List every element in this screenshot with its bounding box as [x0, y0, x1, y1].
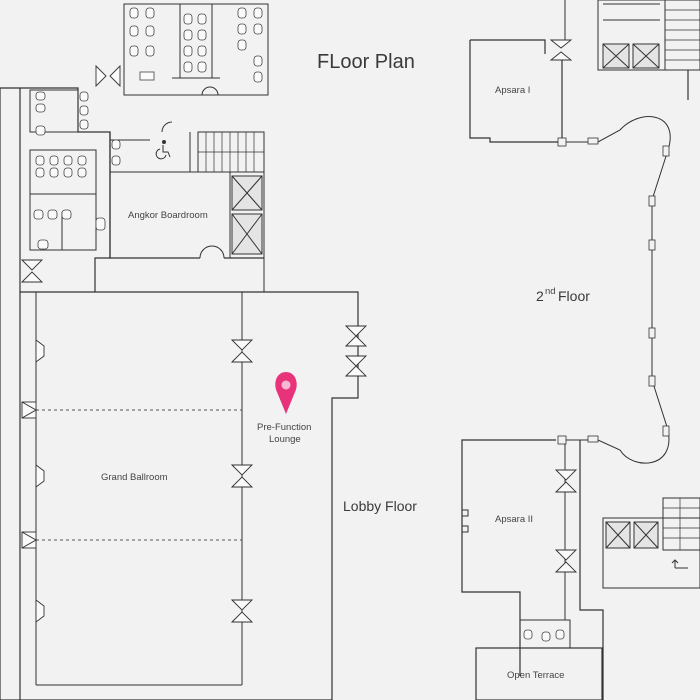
second-floor-number: 2: [536, 288, 544, 304]
prefunction-label-line1: Pre-Function: [257, 422, 311, 433]
open-terrace-walls: [475, 619, 603, 700]
door-arc: [199, 245, 225, 259]
plan-title: FLoor Plan: [317, 51, 415, 73]
wheelchair-icon: [155, 140, 171, 160]
toilet-fixtures-left: [33, 91, 106, 250]
lobby-floor-label: Lobby Floor: [343, 498, 417, 514]
elevator-bottom-right: [602, 517, 700, 589]
ballroom-partitions: [35, 292, 243, 686]
ballroom-outer-walls: [0, 88, 359, 700]
service-door-icon: [21, 401, 38, 549]
open-terrace-label: Open Terrace: [507, 670, 564, 681]
toilet-fixture: [111, 155, 121, 166]
stairs: [662, 497, 700, 551]
double-door-icon: [230, 339, 254, 363]
door-icon: [95, 64, 121, 88]
top-restroom-block: [123, 3, 269, 96]
apsara-1-walls: [469, 0, 599, 143]
apsara-1-label: Apsara I: [495, 85, 530, 96]
stairs: [664, 0, 700, 71]
prefunction-label-line2: Lounge: [269, 434, 301, 445]
toilet-fixture: [111, 139, 121, 150]
location-pin-icon: [275, 372, 297, 414]
angkor-boardroom-label: Angkor Boardroom: [128, 210, 208, 221]
angkor-boardroom-walls: [109, 132, 265, 292]
second-floor-corridor: [557, 116, 671, 464]
side-door-icon: [35, 339, 45, 623]
elevator-left: [231, 175, 263, 255]
second-floor-suffix: nd: [545, 286, 556, 297]
door-arc: [161, 121, 173, 133]
apsara-2-label: Apsara II: [495, 514, 533, 525]
double-door-icon: [344, 355, 368, 377]
left-restroom-block: [0, 87, 111, 292]
elevator-top-right: [597, 0, 700, 71]
toilet-fixtures-top: [129, 7, 263, 83]
double-door-icon: [344, 325, 368, 347]
door-arc: [201, 86, 219, 96]
grand-ballroom-label: Grand Ballroom: [101, 472, 168, 483]
stairs: [197, 131, 265, 173]
apsara-2-walls: [461, 439, 604, 700]
double-door-icon: [230, 599, 254, 623]
double-door-icon: [230, 464, 254, 488]
second-floor-label: Floor: [558, 288, 590, 304]
double-door-icon: [20, 259, 44, 283]
